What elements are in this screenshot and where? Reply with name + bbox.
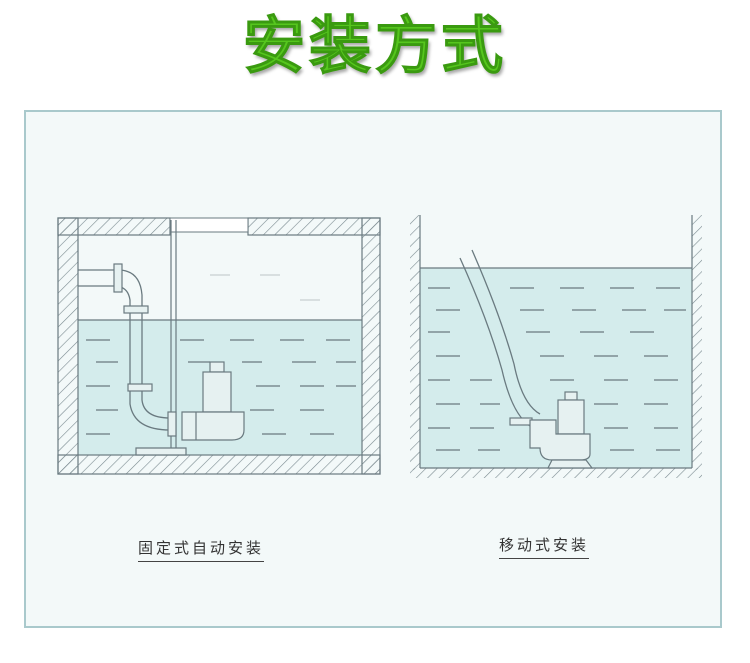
caption-fixed-installation: 固定式自动安装	[138, 537, 265, 562]
mobile-tank-floor	[410, 468, 702, 478]
caption-mobile-installation: 移动式安装	[499, 534, 590, 559]
fixed-pump	[181, 361, 245, 441]
fixed-installation-diagram	[57, 217, 381, 475]
mobile-tank-left-wall	[410, 215, 420, 470]
page-title: 安装方式	[242, 9, 507, 83]
fixed-tank-right-wall	[361, 217, 381, 475]
fixed-tank-left-wall	[57, 217, 79, 475]
mobile-pump	[529, 391, 594, 469]
fixed-tank-top-wall-right	[247, 217, 381, 236]
mobile-tank-right-wall	[692, 215, 702, 470]
fixed-tank-floor	[57, 454, 381, 475]
access-cover	[169, 217, 249, 233]
mobile-installation-diagram	[410, 215, 702, 478]
